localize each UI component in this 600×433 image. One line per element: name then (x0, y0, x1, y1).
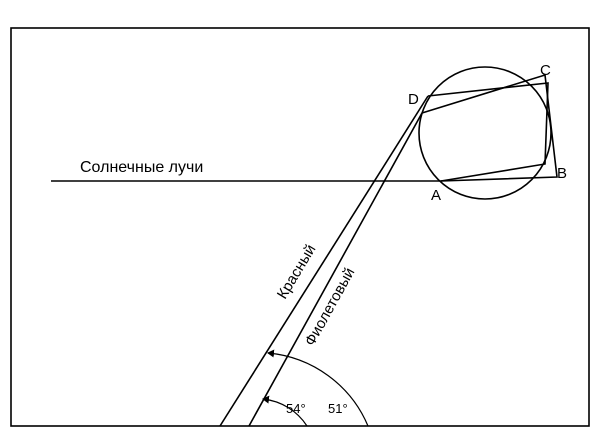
violet-ray-label: Фиолетовый (302, 265, 359, 349)
red-ray-label: Красный (274, 242, 320, 303)
point-b-label: B (557, 165, 567, 182)
diagram-frame (10, 27, 590, 427)
point-d-label: D (408, 91, 419, 108)
violet-ray-line (248, 112, 423, 427)
point-c-label: C (540, 62, 551, 79)
point-a-label: A (431, 187, 441, 204)
red-ray-line (219, 95, 429, 427)
angle-arc-red (267, 349, 369, 427)
red-angle-label: 54° (286, 401, 306, 416)
internal-ray-lower (421, 73, 558, 182)
angle-arc-violet (262, 395, 308, 427)
sun-rays-label: Солнечные лучи (80, 159, 203, 176)
violet-angle-label: 51° (328, 401, 348, 416)
internal-ray-upper (427, 82, 549, 182)
droplet-circle (418, 66, 552, 200)
